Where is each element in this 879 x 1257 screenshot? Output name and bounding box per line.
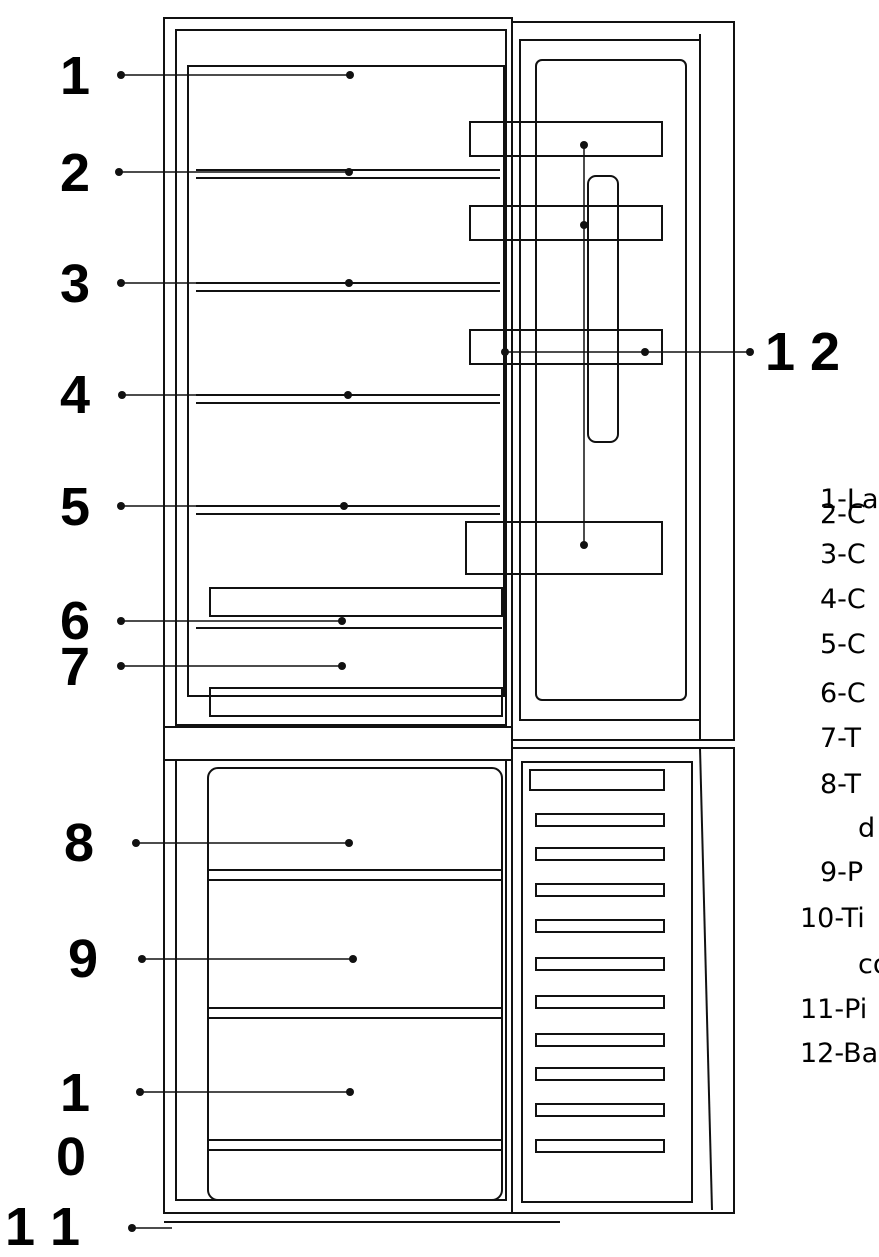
leader-lines bbox=[119, 74, 750, 1229]
callout-6: 6 bbox=[60, 591, 91, 651]
fridge-door bbox=[511, 21, 735, 741]
callout-2: 2 bbox=[60, 143, 91, 203]
legend-item-5: 5-C bbox=[820, 629, 866, 660]
legend-item-3: 3-C bbox=[820, 539, 866, 570]
cabinet-outline bbox=[163, 17, 560, 1223]
callout-10-top: 1 bbox=[60, 1063, 91, 1123]
callout-11: 1 1 bbox=[5, 1197, 81, 1257]
callout-1: 1 bbox=[60, 46, 91, 106]
legend-item-10-cont: co bbox=[858, 949, 879, 980]
freezer-drawers bbox=[207, 767, 503, 1201]
legend-item-8: 8-T bbox=[820, 769, 861, 800]
callout-12: 1 2 bbox=[765, 322, 841, 382]
legend-item-4: 4-C bbox=[820, 584, 866, 615]
callout-7: 7 bbox=[60, 637, 91, 697]
legend-item-7: 7-T bbox=[820, 723, 861, 754]
leader-dots bbox=[115, 71, 754, 1232]
legend-item-10: 10-Ti bbox=[800, 903, 865, 934]
fridge-shelves bbox=[196, 169, 500, 515]
callout-10-bottom: 0 bbox=[56, 1127, 87, 1187]
legend-item-11: 11-Pi bbox=[800, 994, 868, 1025]
callout-9: 9 bbox=[68, 929, 99, 989]
legend-item-9: 9-P bbox=[820, 857, 864, 888]
legend-item-2: 2-C bbox=[820, 499, 866, 530]
legend-item-1: 1-La bbox=[820, 484, 879, 515]
legend-item-12: 12-Ba bbox=[800, 1038, 879, 1069]
callout-5: 5 bbox=[60, 477, 91, 537]
legend-item-6: 6-C bbox=[820, 678, 866, 709]
callout-4: 4 bbox=[60, 365, 91, 425]
legend-item-8-cont: d bbox=[858, 813, 876, 844]
freezer-door-plates bbox=[529, 769, 665, 1153]
callout-8: 8 bbox=[64, 813, 95, 873]
freezer-door bbox=[511, 747, 735, 1214]
callout-3: 3 bbox=[60, 254, 91, 314]
door-balconies bbox=[465, 121, 663, 575]
crisper-drawer bbox=[196, 587, 503, 717]
